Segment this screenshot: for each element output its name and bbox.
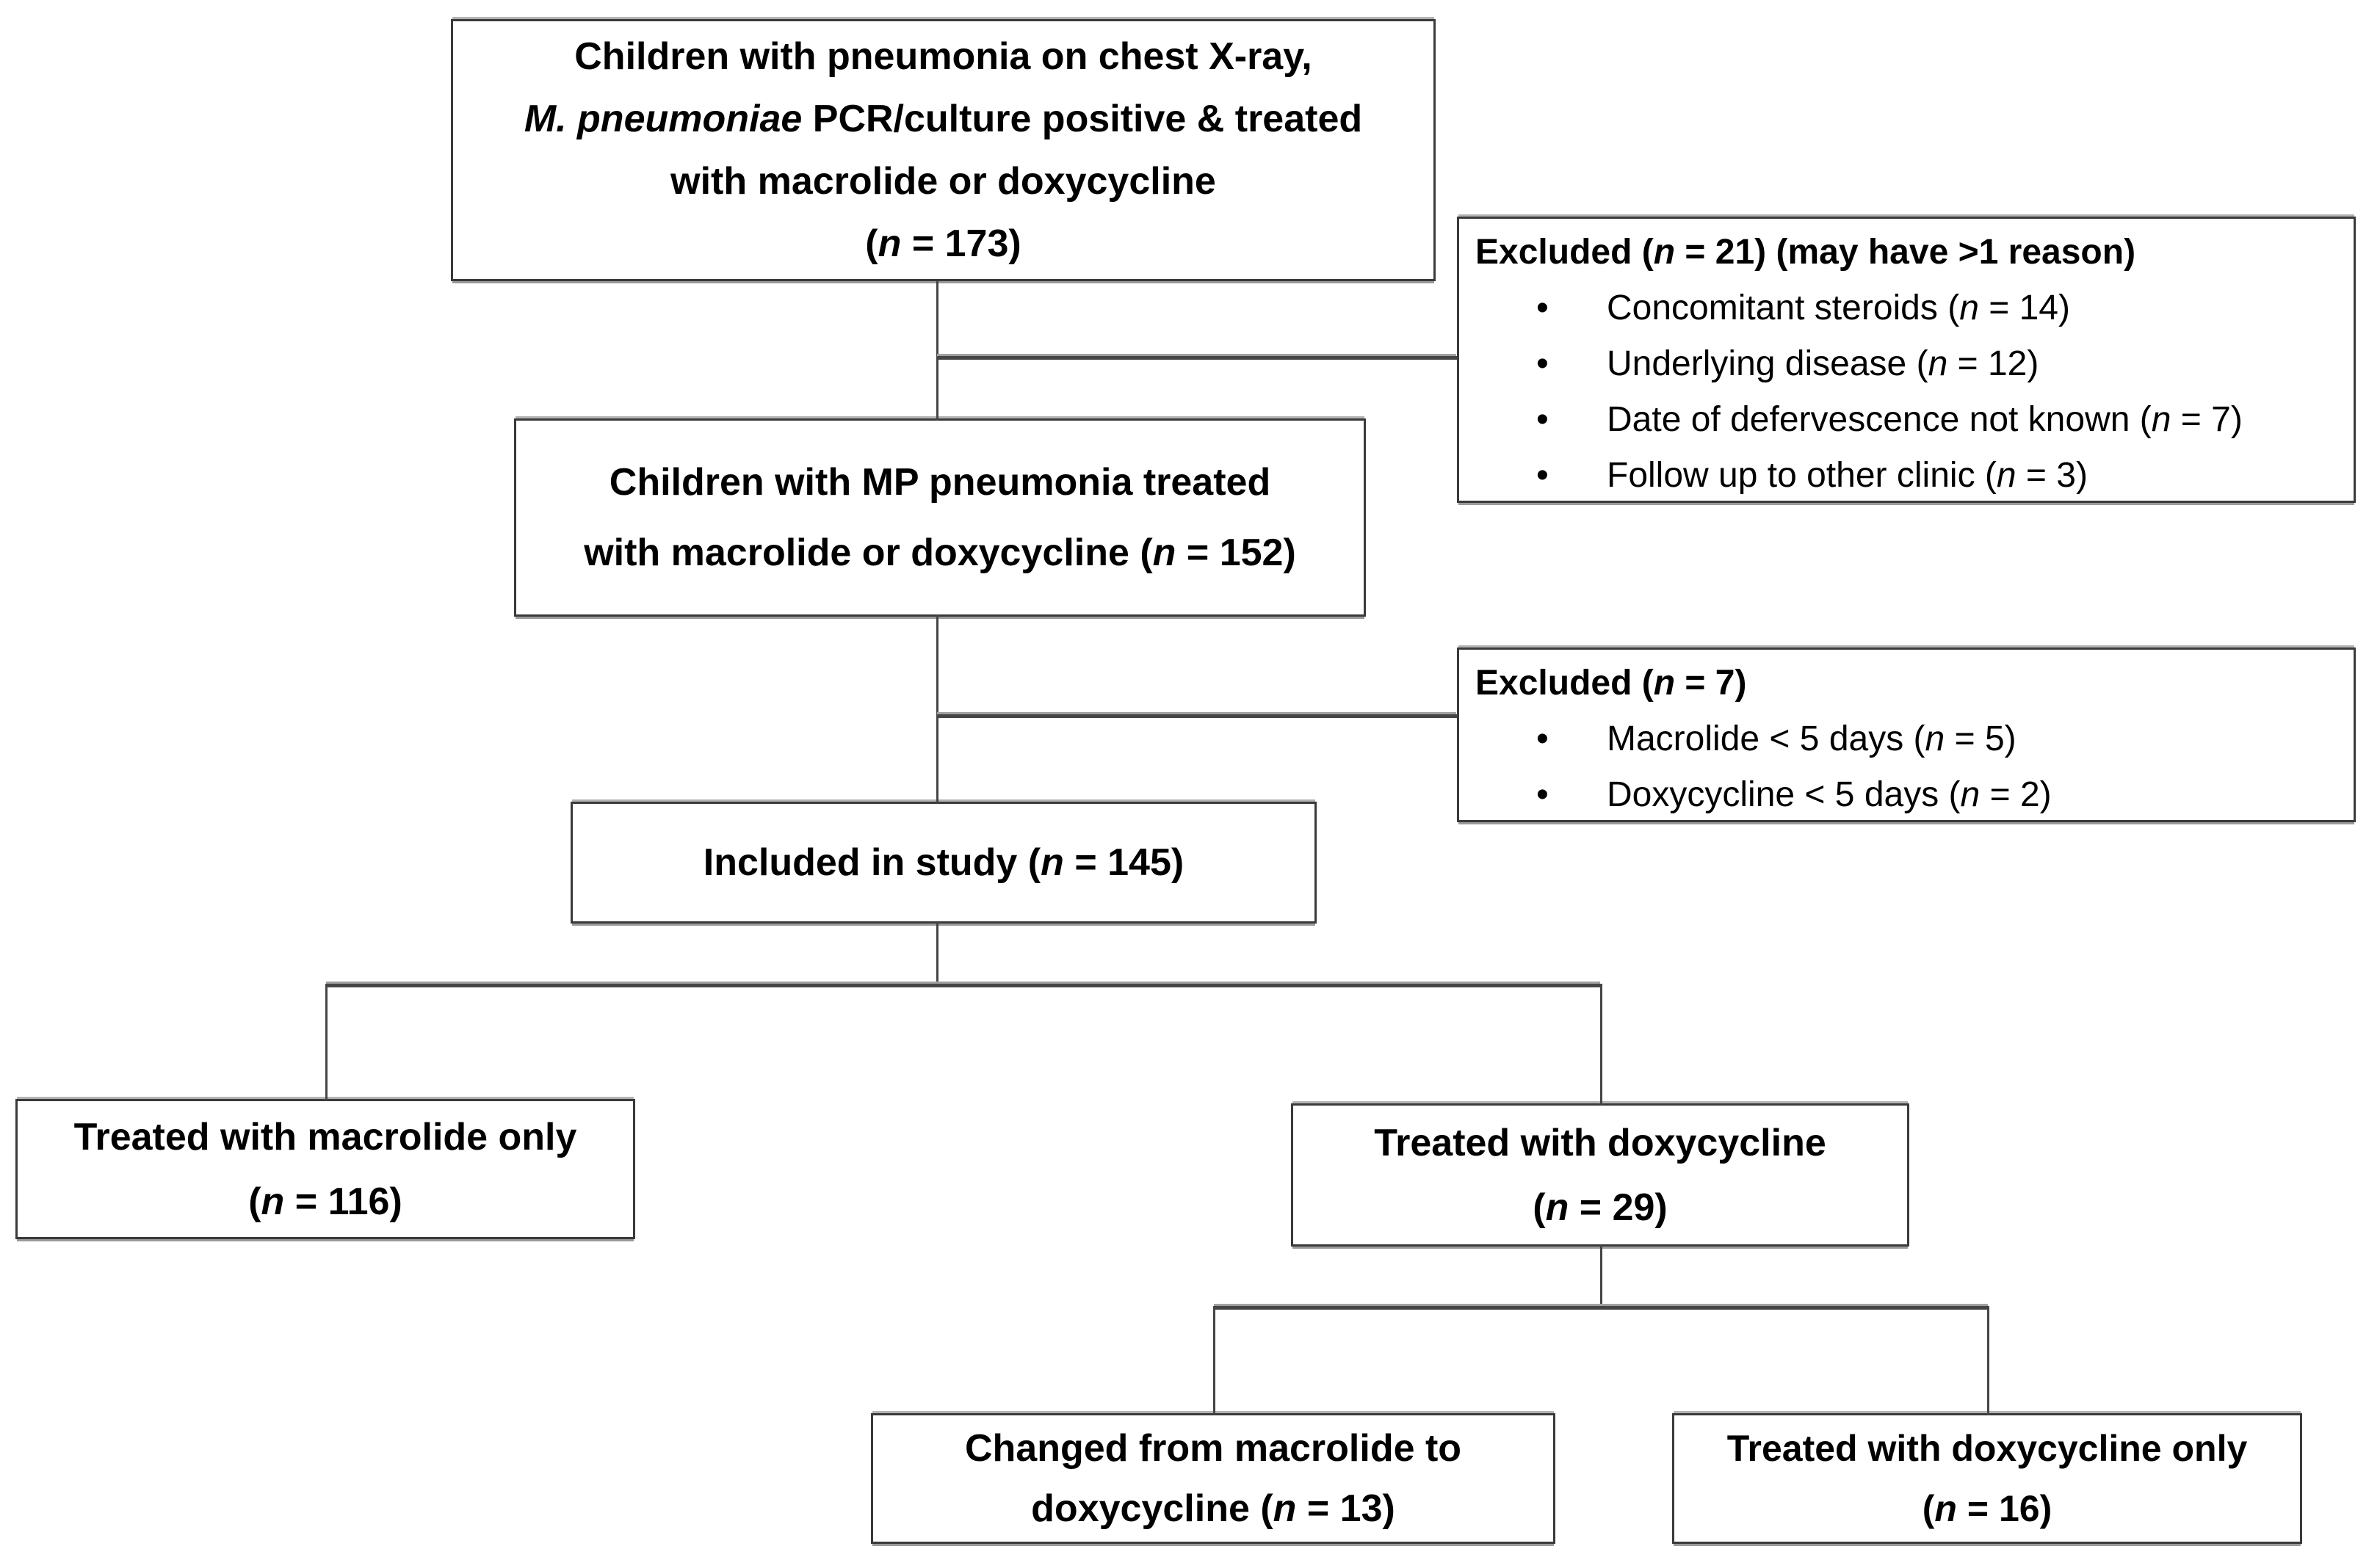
excluded-second-reason-list: Macrolide < 5 days (n = 5) Doxycycline <…	[1459, 711, 2354, 823]
box-enrollment-line-2: M. pneumoniae PCR/culture positive & tre…	[524, 97, 1363, 140]
excluded-reason-other-clinic: Follow up to other clinic (n = 3)	[1459, 448, 2354, 504]
box-mp-pneumonia-treated: Children with MP pneumonia treated with …	[514, 418, 1366, 617]
excluded-first-reason-list: Concomitant steroids (n = 14) Underlying…	[1459, 280, 2354, 504]
box-treated-with-doxycycline-line-1: Treated with doxycycline	[1374, 1121, 1826, 1164]
box-treated-with-doxycycline-count: (n = 29)	[1533, 1186, 1668, 1229]
connector-drop-to-macrolide-only	[325, 984, 328, 1100]
connector-drop-to-doxycycline	[1600, 984, 1602, 1105]
box-changed-to-doxycycline-line-2: doxycycline (n = 13)	[1031, 1487, 1395, 1530]
excluded-reason-macrolide-short: Macrolide < 5 days (n = 5)	[1459, 711, 2354, 767]
box-enrollment-line-3: with macrolide or doxycycline	[670, 159, 1216, 203]
box-doxycycline-only-line-1: Treated with doxycycline only	[1726, 1428, 2248, 1469]
box-excluded-first: Excluded (n = 21) (may have >1 reason) C…	[1457, 217, 2356, 504]
box-doxycycline-only-count: (n = 16)	[1922, 1488, 2052, 1529]
box-included-in-study-label: Included in study (n = 145)	[703, 841, 1184, 884]
excluded-reason-underlying-disease: Underlying disease (n = 12)	[1459, 336, 2354, 392]
box-enrollment: Children with pneumonia on chest X-ray, …	[451, 19, 1436, 281]
box-macrolide-only: Treated with macrolide only (n = 116)	[15, 1099, 635, 1239]
box-enrollment-count: (n = 173)	[865, 222, 1021, 265]
box-mp-pneumonia-treated-line-2: with macrolide or doxycycline (n = 152)	[584, 532, 1296, 574]
box-enrollment-line-1: Children with pneumonia on chest X-ray,	[574, 35, 1312, 78]
box-included-in-study: Included in study (n = 145)	[571, 802, 1317, 924]
box-macrolide-only-count: (n = 116)	[248, 1180, 402, 1223]
connector-split-changed-doxyonly	[1213, 1306, 1989, 1310]
box-changed-to-doxycycline-line-1: Changed from macrolide to	[964, 1427, 1462, 1470]
connector-drop-to-changed	[1213, 1306, 1215, 1415]
connector-treated-to-included	[936, 615, 938, 803]
connector-split-macrolide-doxycycline	[325, 984, 1601, 987]
box-doxycycline-only: Treated with doxycycline only (n = 16)	[1672, 1413, 2302, 1544]
connector-branch-to-excluded-first	[936, 356, 1457, 360]
excluded-reason-concomitant-steroids: Concomitant steroids (n = 14)	[1459, 280, 2354, 336]
connector-enrollment-to-treated	[936, 281, 938, 421]
connector-included-to-split	[936, 922, 938, 985]
excluded-first-title: Excluded (n = 21) (may have >1 reason)	[1475, 233, 2136, 272]
excluded-reason-doxycycline-short: Doxycycline < 5 days (n = 2)	[1459, 767, 2354, 823]
connector-doxycycline-to-split	[1600, 1245, 1602, 1307]
box-macrolide-only-line-1: Treated with macrolide only	[73, 1115, 577, 1158]
box-changed-to-doxycycline: Changed from macrolide to doxycycline (n…	[871, 1413, 1555, 1544]
connector-drop-to-doxycycline-only	[1987, 1306, 1989, 1415]
box-excluded-second: Excluded (n = 7) Macrolide < 5 days (n =…	[1457, 647, 2356, 823]
connector-branch-to-excluded-second	[936, 714, 1457, 718]
excluded-second-title: Excluded (n = 7)	[1475, 664, 1747, 703]
box-mp-pneumonia-treated-line-1: Children with MP pneumonia treated	[609, 461, 1271, 504]
box-treated-with-doxycycline: Treated with doxycycline (n = 29)	[1291, 1103, 1909, 1247]
excluded-reason-defervescence-unknown: Date of defervescence not known (n = 7)	[1459, 392, 2354, 448]
